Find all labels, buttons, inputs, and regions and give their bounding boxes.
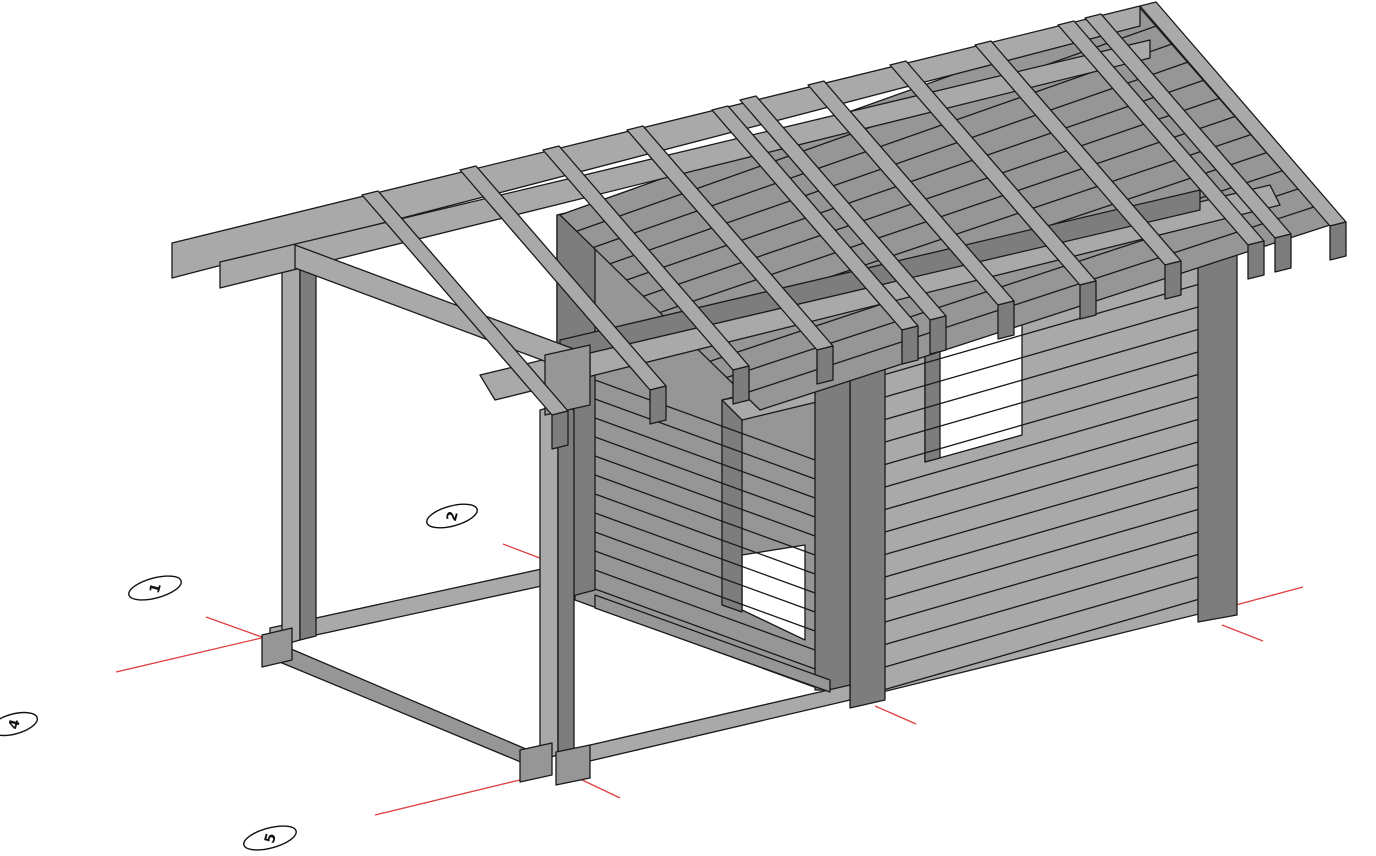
floor-frame — [269, 564, 851, 771]
log-course-line — [594, 417, 816, 499]
log-course-line — [594, 436, 816, 518]
axis-line — [374, 777, 529, 816]
rafter-end — [1164, 260, 1182, 300]
rafter-end — [551, 410, 569, 450]
log-course-line — [884, 598, 1199, 691]
rafter-end — [1079, 280, 1097, 320]
log-course-line — [594, 398, 816, 480]
log-course-line — [884, 283, 1199, 376]
axis-line — [577, 777, 621, 799]
roof-board-line — [626, 79, 1204, 281]
log-course-line — [594, 569, 816, 651]
log-course-line — [884, 553, 1199, 646]
grid-axes — [115, 543, 1304, 816]
posts — [261, 267, 591, 786]
roof-board-line — [609, 61, 1188, 265]
rafter-end — [997, 300, 1015, 340]
rafter-end — [901, 325, 919, 365]
axis-line — [1221, 624, 1264, 642]
rafter-end — [649, 385, 667, 425]
rafter-end — [929, 315, 947, 355]
roof-structure — [171, 1, 1347, 450]
log-course-line — [884, 351, 1199, 443]
side-wall — [574, 329, 851, 701]
log-course-line — [884, 306, 1199, 398]
log-course-line — [594, 493, 816, 575]
roof-board-line — [743, 206, 1315, 395]
grid-marker-label: 4 — [6, 717, 24, 731]
log-course-line — [884, 441, 1199, 533]
rafter-end — [1274, 233, 1292, 273]
log-course-line — [884, 463, 1199, 556]
log-course-line — [884, 486, 1199, 578]
log-course-line — [884, 508, 1199, 601]
corner-stacks — [556, 206, 1238, 709]
log-course-line — [594, 588, 816, 670]
axis-line — [874, 705, 917, 725]
grid-marker-label: 2 — [444, 510, 462, 524]
log-course-line — [594, 550, 816, 632]
log-course-line — [594, 455, 816, 537]
log-course-line — [884, 418, 1199, 511]
log-course-line — [884, 328, 1199, 421]
axis-line — [502, 543, 546, 561]
rafter-end — [1329, 221, 1347, 261]
log-course-line — [594, 379, 816, 461]
log-course-line — [594, 512, 816, 594]
axis-line — [115, 635, 271, 673]
grid-marker-4[interactable]: 4 — [0, 708, 40, 740]
axis-line — [205, 616, 271, 641]
grid-marker-1[interactable]: 1 — [126, 571, 183, 604]
grid-marker-2[interactable]: 2 — [424, 500, 479, 533]
axis-line — [1231, 586, 1304, 607]
roof-board-line — [643, 97, 1220, 297]
log-course-line — [884, 531, 1199, 623]
log-course-line — [594, 531, 816, 613]
roof-board-line — [593, 43, 1172, 249]
grid-marker-label: 1 — [147, 582, 165, 596]
log-course-line — [884, 373, 1199, 466]
log-course-line — [884, 396, 1199, 488]
log-course-line — [594, 474, 816, 556]
grid-marker-5[interactable]: 5 — [241, 821, 298, 854]
log-course-line — [884, 576, 1199, 668]
rafter-end — [732, 365, 750, 405]
rafter-end — [816, 345, 834, 385]
grid-marker-label: 5 — [262, 832, 280, 846]
rafter-end — [1247, 240, 1265, 280]
